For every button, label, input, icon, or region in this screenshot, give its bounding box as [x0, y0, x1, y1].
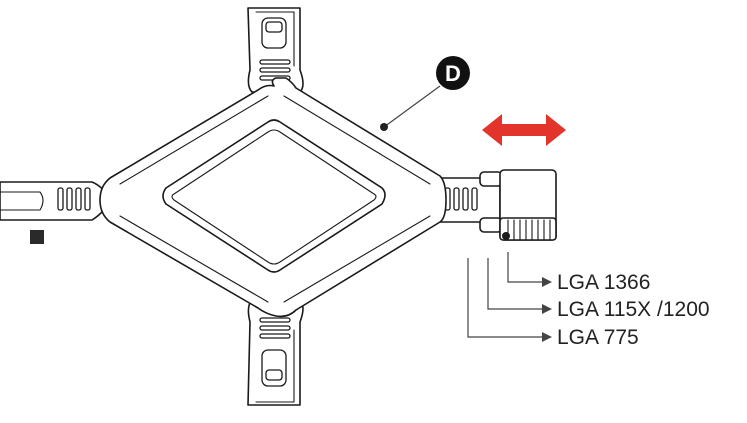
label-lga-115x-1200: LGA 115X /1200: [557, 298, 710, 321]
callout-d: D: [380, 56, 470, 131]
bottom-arm: [247, 299, 304, 406]
label-lga-1366: LGA 1366: [557, 271, 650, 294]
socket-leader-lines: [467, 252, 552, 342]
left-arm: [0, 181, 113, 244]
top-arm: [247, 7, 304, 93]
label-lga-775: LGA 775: [557, 326, 639, 349]
bracket-frame: [99, 77, 447, 318]
callout-letter: D: [445, 61, 461, 86]
thumbscrew-knob: [499, 169, 557, 241]
slide-direction-arrow: [482, 114, 566, 146]
